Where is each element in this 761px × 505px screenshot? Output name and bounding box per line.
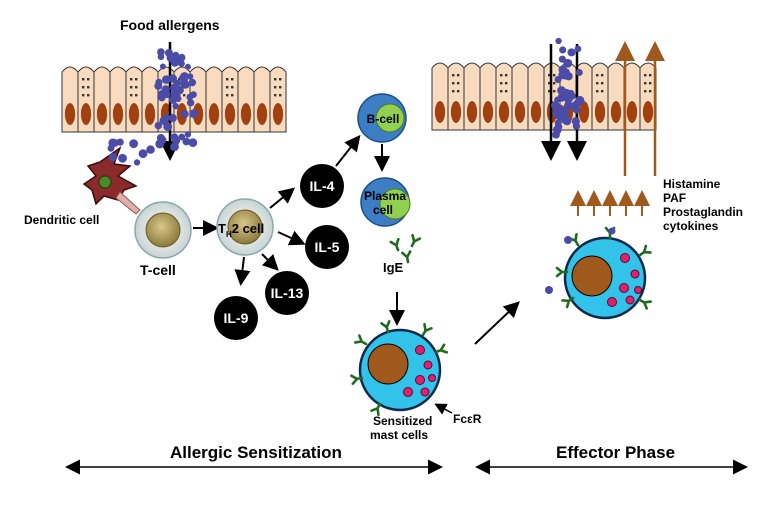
il5-label: IL-5 bbox=[315, 239, 340, 255]
mediator-paf: PAF bbox=[663, 191, 686, 205]
mediator-cytokines: cytokines bbox=[663, 219, 719, 233]
sensitized-label-line1: Sensitized bbox=[373, 414, 432, 428]
il13-cytokine: IL-13 bbox=[265, 271, 309, 315]
ige-antibodies bbox=[389, 233, 422, 264]
sensitized-mast-cell bbox=[350, 320, 449, 416]
b-cell-label: B-cell bbox=[367, 112, 400, 126]
il13-label: IL-13 bbox=[271, 285, 304, 301]
th2-cell: TH2 cell bbox=[216, 198, 274, 256]
il4-label: IL-4 bbox=[310, 178, 335, 194]
th2-to-il9-arrow bbox=[234, 256, 251, 286]
b-cell: B-cell bbox=[357, 93, 407, 143]
il4-cytokine: IL-4 bbox=[300, 164, 344, 208]
fcer-label: FcεR bbox=[453, 412, 482, 426]
food-allergens-label: Food allergens bbox=[120, 17, 220, 33]
t-cell bbox=[134, 201, 192, 259]
th2-label-t: T bbox=[218, 221, 226, 236]
dendritic-cell-label: Dendritic cell bbox=[24, 213, 99, 227]
mediator-arrows bbox=[570, 190, 650, 216]
plasma-label-line1: Plasma bbox=[364, 189, 406, 203]
il9-cytokine: IL-9 bbox=[214, 296, 258, 340]
mediator-prostaglandin: Prostaglandin bbox=[663, 205, 743, 219]
allergen-cluster-left bbox=[154, 48, 198, 152]
epithelium-right bbox=[431, 62, 657, 131]
svg-text:TH2 cell: TH2 cell bbox=[218, 221, 264, 239]
sensitized-label-line2: mast cells bbox=[370, 428, 428, 442]
mediator-histamine: Histamine bbox=[663, 177, 721, 191]
activated-mast-cell bbox=[545, 226, 652, 320]
allergen-cluster-right bbox=[550, 37, 585, 139]
th2-to-il4-arrow bbox=[269, 187, 296, 209]
il4-to-bcell-arrow bbox=[335, 134, 361, 167]
t-cell-label: T-cell bbox=[140, 262, 176, 278]
plasma-label-line2: cell bbox=[373, 203, 393, 217]
fcer-pointer-arrow bbox=[434, 403, 453, 415]
th2-to-il13-arrow bbox=[261, 253, 279, 271]
allergen-cluster-dendritic bbox=[107, 138, 155, 166]
th2-label-suffix: 2 cell bbox=[232, 221, 265, 236]
th2-to-il5-arrow bbox=[277, 230, 306, 246]
plasma-cell: Plasma cell bbox=[360, 177, 411, 227]
il9-label: IL-9 bbox=[224, 310, 249, 326]
th2-label-sub: H bbox=[226, 230, 232, 239]
phase-sensitization-label: Allergic Sensitization bbox=[170, 443, 342, 462]
il5-cytokine: IL-5 bbox=[305, 225, 349, 269]
ige-label: IgE bbox=[383, 260, 404, 275]
to-effector-arrow bbox=[474, 301, 520, 345]
dendritic-cell bbox=[82, 145, 141, 215]
phase-effector-label: Effector Phase bbox=[556, 443, 675, 462]
